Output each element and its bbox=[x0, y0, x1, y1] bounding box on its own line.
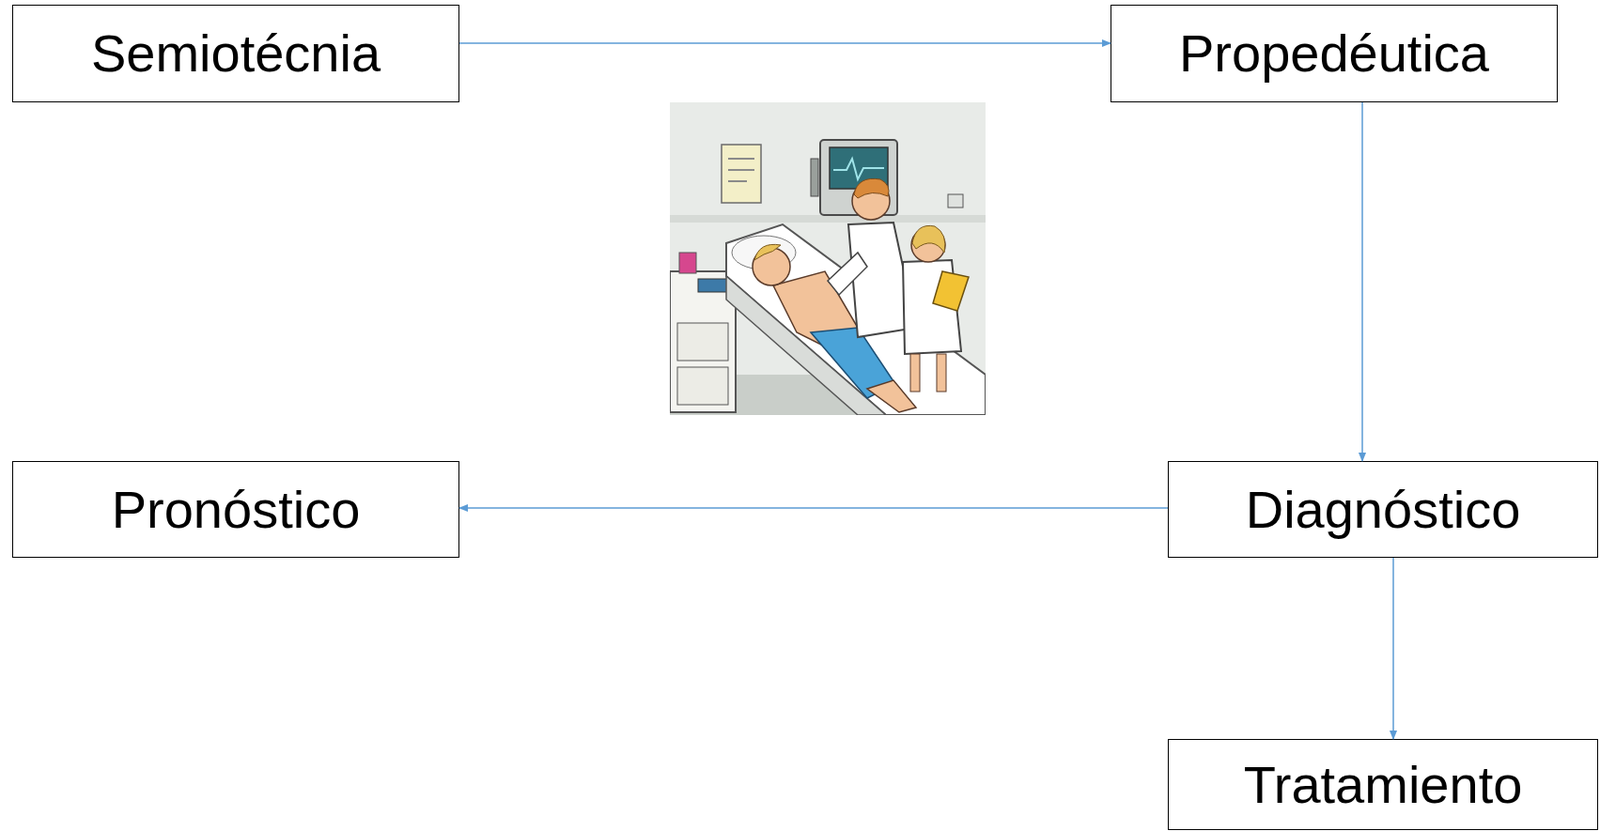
clipboard bbox=[932, 271, 969, 311]
clinic-illustration bbox=[669, 102, 986, 416]
box-label: Diagnóstico bbox=[1245, 481, 1522, 540]
flow-arrow bbox=[1361, 102, 1364, 462]
wall-socket bbox=[947, 194, 964, 208]
box-label: Semiotécnia bbox=[91, 24, 381, 83]
pink-cup bbox=[679, 252, 697, 274]
box-label: Tratamiento bbox=[1243, 756, 1523, 815]
room-wall bbox=[669, 102, 986, 416]
flow-arrow bbox=[459, 507, 1168, 510]
process-box: Tratamiento bbox=[1167, 739, 1599, 831]
process-box: Propedéutica bbox=[1110, 4, 1558, 103]
doctor-arm bbox=[827, 252, 868, 296]
process-box: Semiotécnia bbox=[12, 4, 460, 103]
table-drawer bbox=[677, 367, 729, 405]
poster-line bbox=[728, 169, 755, 171]
doctor-hair bbox=[854, 178, 889, 199]
table-drawer bbox=[677, 323, 729, 361]
flow-arrow bbox=[1392, 558, 1395, 740]
box-label: Pronóstico bbox=[111, 481, 361, 540]
monitor-panel bbox=[810, 158, 819, 197]
wall-rail bbox=[669, 215, 986, 223]
process-box: Diagnóstico bbox=[1167, 461, 1599, 559]
monitor-trace bbox=[833, 158, 885, 180]
wall-poster bbox=[721, 144, 762, 203]
nurse-hair bbox=[912, 225, 946, 253]
poster-line bbox=[728, 180, 747, 183]
box-label: Propedéutica bbox=[1179, 24, 1490, 83]
nurse-leg bbox=[936, 354, 947, 392]
patient-hair bbox=[754, 244, 781, 261]
nurse-leg bbox=[910, 354, 920, 392]
poster-line bbox=[728, 157, 755, 160]
process-box: Pronóstico bbox=[12, 461, 460, 559]
flow-arrow bbox=[459, 42, 1111, 45]
patient-legs bbox=[867, 380, 917, 413]
